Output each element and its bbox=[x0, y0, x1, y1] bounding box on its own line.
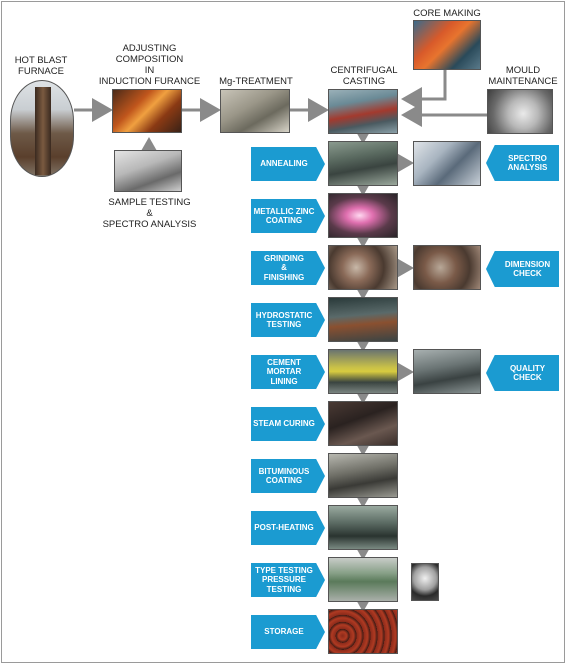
photo-bituminous bbox=[328, 453, 398, 498]
photo-zinc-coating bbox=[328, 193, 398, 238]
photo-mg-treatment bbox=[220, 89, 290, 133]
photo-cement-lining bbox=[328, 349, 398, 394]
label-mg-treatment: Mg-TREATMENT bbox=[219, 76, 293, 87]
label-adjusting-composition: ADJUSTING COMPOSITION IN INDUCTION FURAN… bbox=[98, 43, 201, 87]
check-dimension: DIMENSION CHECK bbox=[486, 251, 559, 287]
photo-storage bbox=[328, 609, 398, 654]
label-sample-testing: SAMPLE TESTING & SPECTRO ANALYSIS bbox=[102, 197, 197, 230]
label-centrifugal-casting: CENTRIFUGAL CASTING bbox=[330, 65, 398, 87]
photo-type-testing bbox=[328, 557, 398, 602]
photo-induction-furnace bbox=[112, 89, 182, 133]
photo-annealing bbox=[328, 141, 398, 186]
photo-centrifugal-casting bbox=[328, 89, 398, 134]
step-annealing: ANNEALING bbox=[251, 147, 325, 181]
photo-hydrostatic bbox=[328, 297, 398, 342]
label-mould-maintenance: MOULD MAINTENANCE bbox=[488, 65, 558, 87]
photo-grinding bbox=[328, 245, 398, 290]
step-grinding-finishing: GRINDING & FINISHING bbox=[251, 251, 325, 285]
photo-mould-maintenance bbox=[487, 89, 553, 134]
photo-spectro-analysis bbox=[413, 141, 481, 186]
label-hot-blast-furnace: HOT BLAST FURNACE bbox=[14, 55, 68, 77]
check-quality: QUALITY CHECK bbox=[486, 355, 559, 391]
step-metallic-zinc-coating: METALLIC ZINC COATING bbox=[251, 199, 325, 233]
step-steam-curing: STEAM CURING bbox=[251, 407, 325, 441]
photo-quality-check bbox=[413, 349, 481, 394]
step-cement-mortar-lining: CEMENT MORTAR LINING bbox=[251, 355, 325, 389]
photo-steam-curing bbox=[328, 401, 398, 446]
step-post-heating: POST-HEATING bbox=[251, 511, 325, 545]
arrow-core-to-casting bbox=[401, 70, 447, 111]
photo-core-making bbox=[413, 20, 481, 70]
step-bituminous-coating: BITUMINOUS COATING bbox=[251, 459, 325, 493]
step-type-testing: TYPE TESTING PRESSURE TESTING bbox=[251, 563, 325, 597]
check-spectro-analysis: SPECTRO ANALYSIS bbox=[486, 145, 559, 181]
step-hydrostatic-testing: HYDROSTATIC TESTING bbox=[251, 303, 325, 337]
step-storage: STORAGE bbox=[251, 615, 325, 649]
photo-sample-testing bbox=[114, 150, 182, 192]
photo-hot-blast-furnace bbox=[10, 80, 74, 177]
photo-post-heating bbox=[328, 505, 398, 550]
photo-dimension-check bbox=[413, 245, 481, 290]
photo-pressure-gauge bbox=[411, 563, 439, 601]
label-core-making: CORE MAKING bbox=[413, 8, 481, 19]
